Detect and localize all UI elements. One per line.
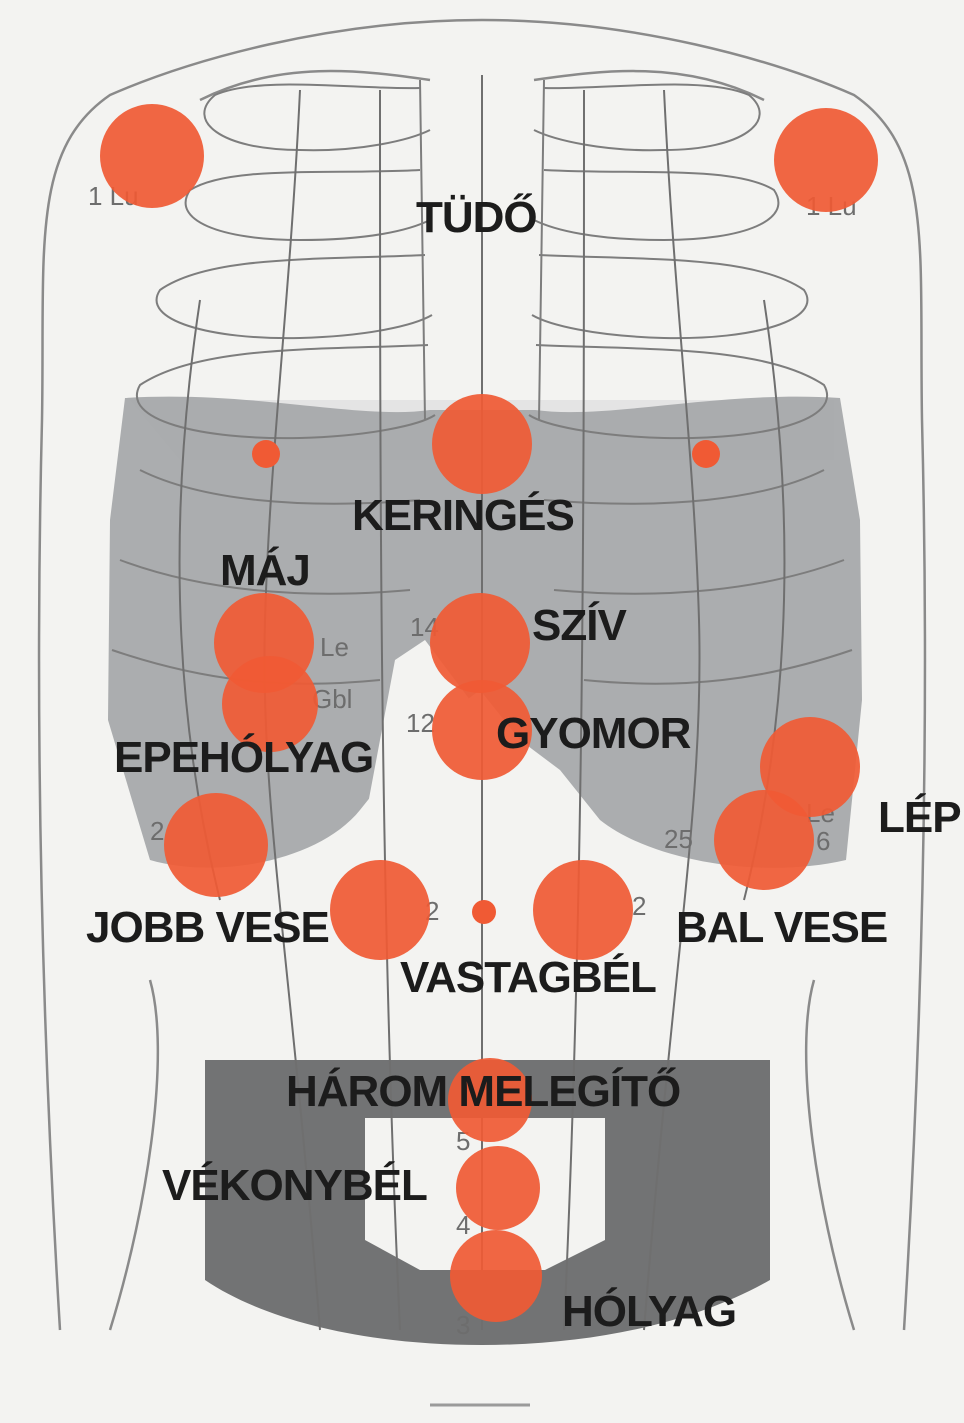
label-bladder: HÓLYAG xyxy=(562,1286,736,1336)
label-circulation: KERINGÉS xyxy=(352,490,574,540)
point-code-12: 12 xyxy=(406,708,435,738)
label-left-kidney: BAL VESE xyxy=(676,903,887,952)
label-gallbladder: EPEHÓLYAG xyxy=(114,732,373,782)
label-stomach: GYOMOR xyxy=(496,709,691,758)
point-marker-colon-right xyxy=(330,860,430,960)
point-marker-small-right xyxy=(252,440,280,468)
point-code-2-left-small: 2 xyxy=(632,891,646,921)
label-lung: TÜDŐ xyxy=(416,192,537,242)
label-heart: SZÍV xyxy=(532,600,627,650)
point-marker-heart xyxy=(430,593,530,693)
point-marker-bladder xyxy=(450,1230,542,1322)
point-marker-colon-center xyxy=(472,900,496,924)
point-marker-small-intestine xyxy=(456,1146,540,1230)
point-marker-circulation xyxy=(432,394,532,494)
point-marker-colon-left xyxy=(533,860,633,960)
point-marker-small-left xyxy=(692,440,720,468)
point-code-2-right: 2 xyxy=(150,816,164,846)
label-spleen: LÉP xyxy=(878,792,961,842)
label-colon: VASTAGBÉL xyxy=(400,952,656,1002)
label-liver: MÁJ xyxy=(220,545,310,595)
point-marker-kidney-left xyxy=(714,790,814,890)
point-code-le-right: Le xyxy=(320,632,349,662)
point-marker-lung-right xyxy=(100,104,204,208)
point-code-6-left: 6 xyxy=(816,826,830,856)
label-triple-warmer: HÁROM MELEGÍTŐ xyxy=(286,1066,680,1116)
point-marker-kidney-right xyxy=(164,793,268,897)
point-code-3: 3 xyxy=(456,1310,470,1340)
point-code-gbl: Gbl xyxy=(312,684,352,714)
point-marker-lung-left xyxy=(774,108,878,212)
point-code-25-left: 25 xyxy=(664,824,693,854)
label-small-intestine: VÉKONYBÉL xyxy=(162,1160,427,1210)
label-right-kidney: JOBB VESE xyxy=(86,903,329,952)
